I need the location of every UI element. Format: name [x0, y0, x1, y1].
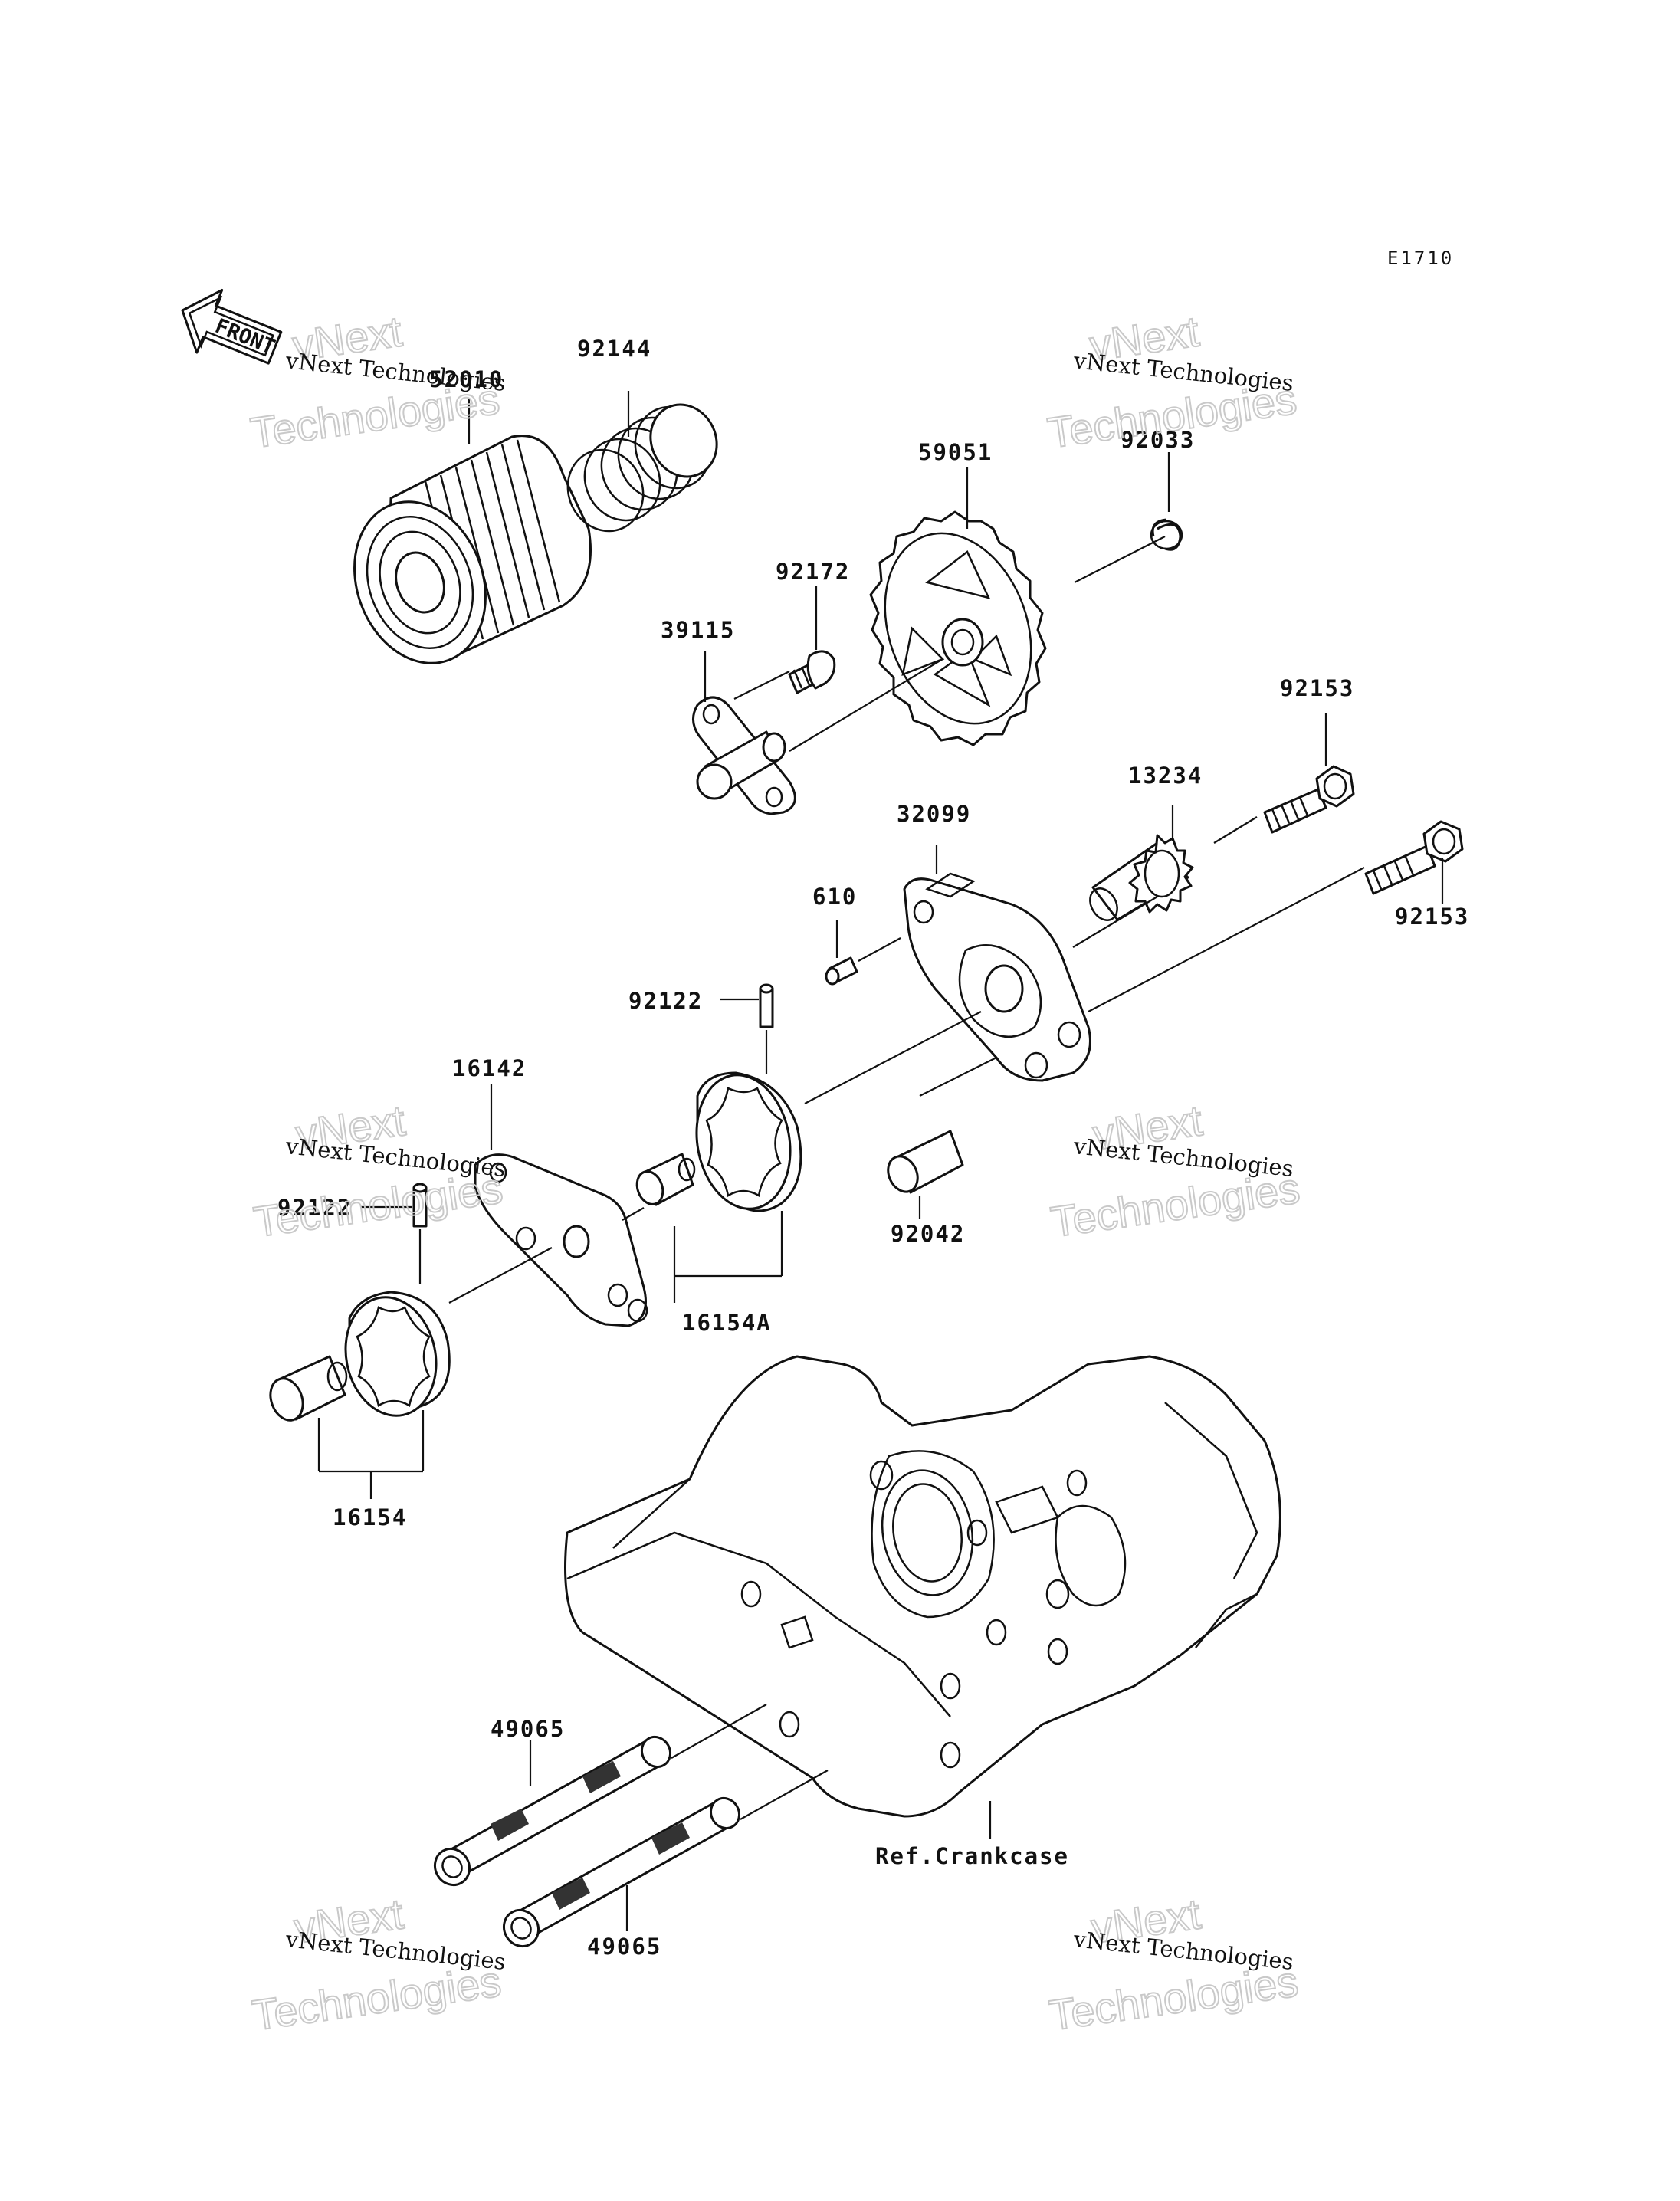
label-92172: 92172: [776, 559, 850, 585]
label-49065-lower: 49065: [587, 1934, 661, 1960]
label-13234: 13234: [1128, 763, 1203, 789]
label-59051: 59051: [918, 439, 993, 465]
label-92144: 92144: [577, 336, 651, 362]
oil-strainer-lower-part: [502, 1796, 741, 1948]
outer-rotor-lower-part: [344, 1291, 451, 1417]
pin-lower-part: [412, 1183, 428, 1228]
oil-strainer-upper-part: [433, 1735, 672, 1887]
label-92122-lower: 92122: [277, 1195, 352, 1221]
bushing-part: [887, 1130, 964, 1194]
oil-filter-part: [353, 435, 592, 664]
outer-rotor-upper-part: [695, 1071, 802, 1212]
pump-shaft-part: [692, 696, 796, 815]
label-49065-upper: 49065: [491, 1716, 565, 1742]
label-92033: 92033: [1121, 427, 1195, 453]
label-16142: 16142: [452, 1055, 527, 1081]
part-labels: 52010 92144 59051 92033 92172 39115 9215…: [277, 336, 1469, 1960]
leader-lines: [317, 391, 1444, 1931]
label-92153-upper: 92153: [1280, 675, 1354, 701]
front-arrow-icon: FRONT: [181, 288, 283, 365]
label-610: 610: [812, 884, 857, 910]
label-16154: 16154: [333, 1504, 407, 1530]
bolt-upper-part: [1263, 765, 1355, 834]
label-52010: 52010: [429, 366, 504, 392]
pump-gear-part: [1089, 834, 1194, 921]
label-16154a: 16154A: [682, 1310, 772, 1336]
sprocket-part: [869, 510, 1047, 746]
inner-rotor-upper-part: [635, 1153, 696, 1206]
label-92122-upper: 92122: [628, 988, 703, 1014]
spring-part: [566, 403, 718, 533]
diagram-code: E1710: [1387, 248, 1454, 269]
label-92153-lower: 92153: [1395, 904, 1469, 930]
bolt-lower-part: [1364, 820, 1464, 895]
pin-upper-part: [759, 983, 774, 1028]
circlip-part: [1150, 518, 1183, 551]
pump-cover-plate-part: [474, 1153, 648, 1327]
pump-body-part: [903, 872, 1091, 1082]
label-92042: 92042: [891, 1221, 965, 1247]
screw-part: [788, 650, 836, 694]
crankcase-part: [564, 1355, 1281, 1818]
label-ref-crankcase: Ref.Crankcase: [875, 1843, 1069, 1869]
inner-rotor-lower-part: [269, 1355, 348, 1422]
label-39115: 39115: [661, 617, 735, 643]
label-32099: 32099: [897, 801, 971, 827]
dowel-pin-part: [825, 956, 858, 986]
